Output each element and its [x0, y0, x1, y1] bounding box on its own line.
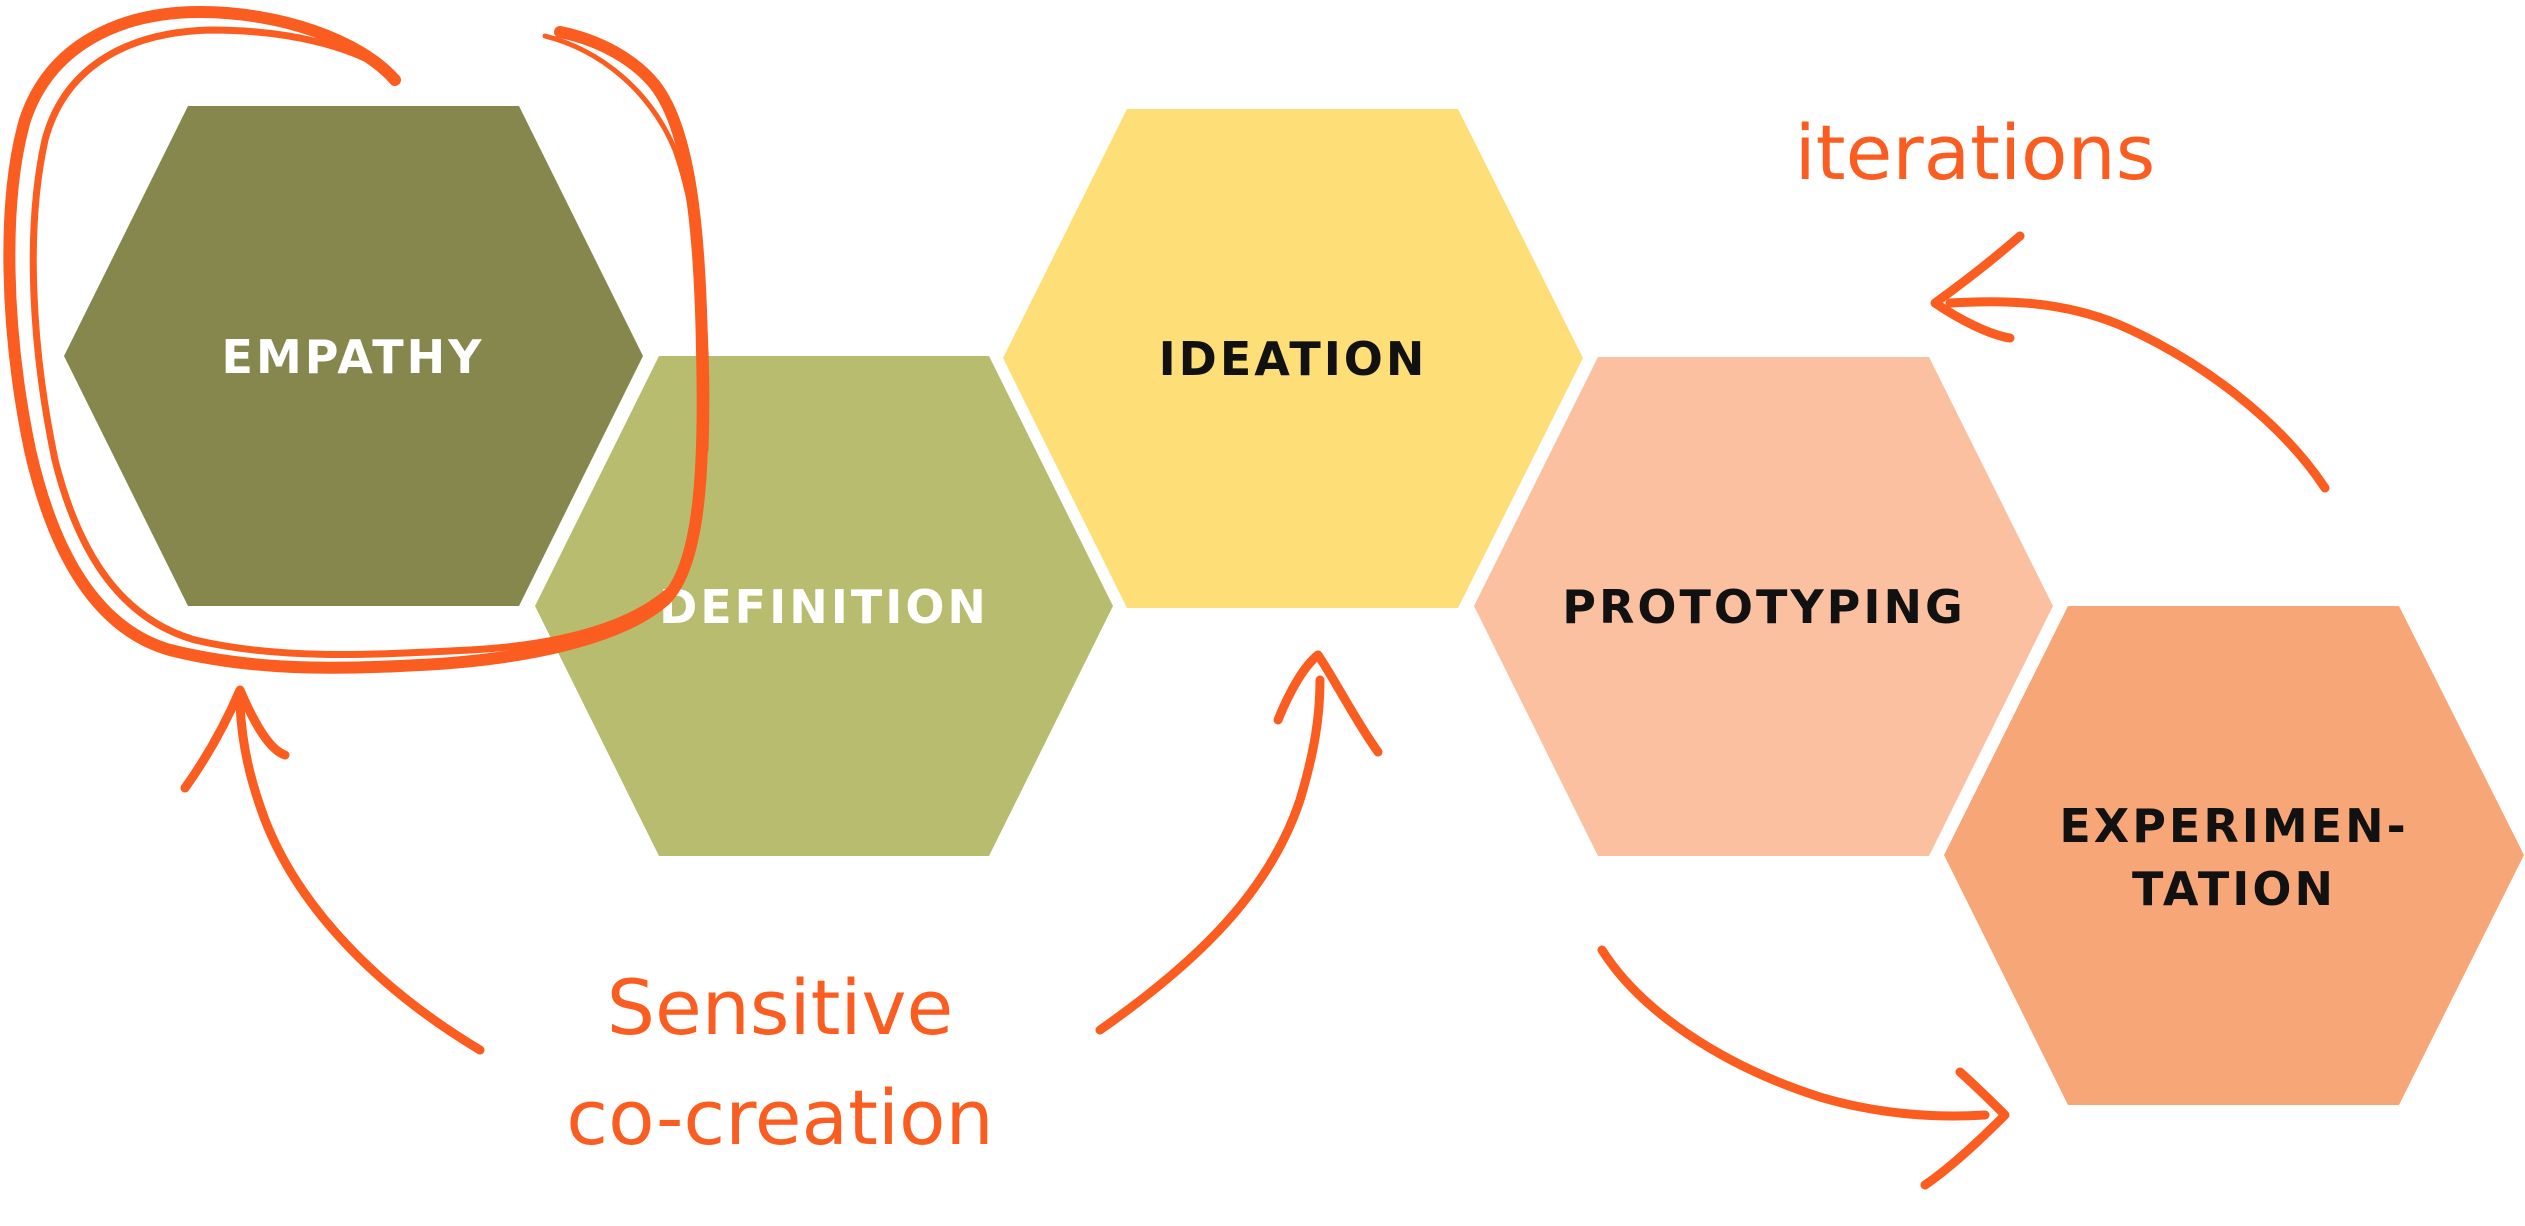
iterations-annotation: iterations: [1795, 108, 2156, 197]
stage-label-experimentation-line2: TATION: [2132, 862, 2336, 916]
stage-label-prototyping: PROTOTYPING: [1562, 580, 1966, 634]
hexagon-prototyping: [1474, 357, 2053, 856]
arrow-right-shaft: [1095, 675, 1325, 1035]
cocreation-annotation-line1: Sensitive: [607, 963, 954, 1052]
stage-ideation: IDEATION: [1003, 109, 1583, 608]
hexagon-experimentation: [1944, 606, 2524, 1105]
stage-label-experimentation-line1: EXPERIMEN-: [2059, 799, 2408, 853]
experiment-arrow-shaft: [1597, 945, 1990, 1121]
empathy-highlight-loop: [3, 6, 710, 674]
stage-label-definition: DEFINITION: [659, 580, 989, 634]
stage-prototyping: PROTOTYPING: [1474, 357, 2053, 856]
experiment-arrow-head: [1920, 1067, 2010, 1190]
iterations-arrow: [1930, 231, 2330, 493]
stage-definition: DEFINITION: [535, 356, 1113, 856]
stage-experimentation: EXPERIMEN- TATION: [1944, 606, 2524, 1105]
arrow-left-head: [180, 685, 290, 793]
cocreation-annotation-line2: co-creation: [566, 1073, 993, 1162]
cocreation-arrow-left: [180, 685, 485, 1055]
hexagon-definition: [535, 356, 1113, 856]
stage-label-ideation: IDEATION: [1159, 332, 1428, 386]
iterations-arrow-shaft: [1945, 297, 2330, 493]
arrow-right-head: [1273, 650, 1383, 757]
stage-label-empathy: EMPATHY: [222, 330, 485, 384]
iterations-arrow-head: [1930, 231, 2025, 343]
loop-stroke-detail: [542, 33, 710, 453]
stage-empathy: EMPATHY: [64, 106, 643, 606]
arrow-left-shaft: [235, 700, 485, 1055]
loop-stroke-inner: [29, 26, 684, 658]
hexagon-ideation: [1003, 109, 1583, 608]
experiment-arrow: [1597, 945, 2010, 1190]
cocreation-arrow-right: [1095, 650, 1383, 1035]
hexagon-empathy: [64, 106, 643, 606]
